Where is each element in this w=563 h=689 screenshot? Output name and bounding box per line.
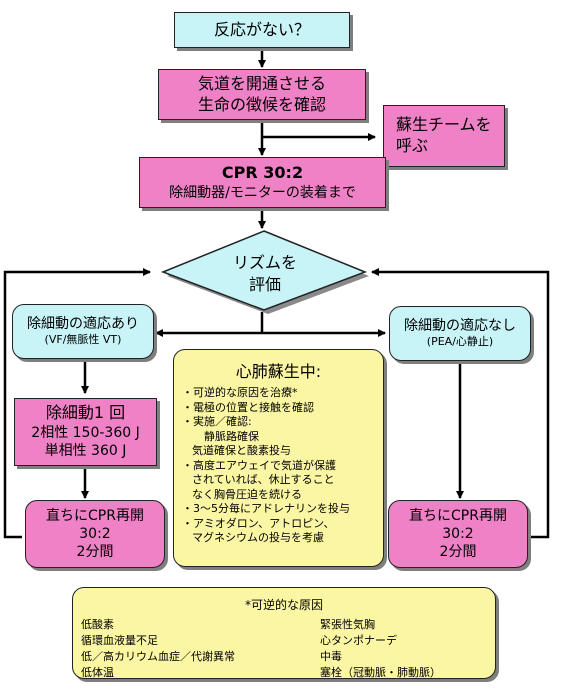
resume-cpr-right-line3: 2分間: [439, 544, 477, 561]
resume-cpr-left-line1: 直ちにCPR再開: [46, 507, 144, 524]
no-response-box: 反応がない？: [174, 12, 350, 48]
cause-item: 低酸素: [81, 618, 114, 631]
cause-item: 低／高カリウム血症／代謝異常: [81, 649, 235, 663]
shockable-title: 除細動の適応あり: [27, 316, 139, 333]
reversible-causes-box: *可逆的な原因 低酸素 循環血液量不足 低／高カリウム血症／代謝異常 低体温 緊…: [72, 587, 496, 679]
resume-cpr-left-line3: 2分間: [76, 544, 114, 561]
resume-cpr-right-box: 直ちにCPR再開 30:2 2分間: [388, 500, 528, 568]
open-airway-line1: 気道を開通させる: [197, 73, 326, 93]
during-cpr-item: 気道確保と酸素投与: [192, 444, 291, 458]
cpr-title: CPR 30:2: [221, 163, 304, 182]
resume-cpr-left-line2: 30:2: [79, 525, 111, 542]
shock-title: 除細動1 回: [45, 403, 126, 423]
open-airway-line2: 生命の徴候を確認: [197, 94, 326, 114]
cause-item: 塞栓（冠動脈・肺動脈）: [320, 665, 441, 679]
call-team-line2: 呼ぶ: [396, 136, 429, 155]
loop-right: [371, 268, 550, 539]
resume-cpr-right-line1: 直ちにCPR再開: [409, 507, 507, 524]
call-team-box: 蘇生チームを 呼ぶ: [383, 105, 505, 167]
reversible-causes-right: 緊張性気胸 心タンポナーデ 中毒 塞栓（冠動脈・肺動脈）: [306, 617, 441, 681]
reversible-causes-left: 低酸素 循環血液量不足 低／高カリウム血症／代謝異常 低体温: [73, 617, 306, 681]
non-shockable-box: 除細動の適応なし (PEA/心静止): [389, 306, 531, 361]
cpr-box: CPR 30:2 除細動器/モニターの装着まで: [139, 157, 386, 208]
non-shockable-title: 除細動の適応なし: [404, 318, 516, 335]
during-cpr-item: なく胸骨圧迫を続ける: [192, 487, 302, 501]
during-cpr-item: ・高度エアウェイで気道が保護: [182, 458, 336, 472]
assess-rhythm-text: リズムを 評価: [232, 253, 297, 294]
during-cpr-item: ・可逆的な原因を治療*: [182, 386, 298, 399]
assess-rhythm-diamond: [160, 230, 369, 314]
during-cpr-item: ・実施／確認:: [182, 415, 252, 429]
cpr-subtitle: 除細動器/モニターの装着まで: [169, 184, 356, 201]
non-shockable-subtitle: (PEA/心静止): [426, 335, 494, 349]
during-cpr-box: 心肺蘇生中: ・可逆的な原因を治療* ・電極の位置と接触を確認 ・実施／確認: …: [173, 349, 384, 567]
shockable-subtitle: (VF/無脈性 VT): [44, 333, 122, 347]
shock-box: 除細動1 回 2相性 150-360 J 単相性 360 J: [14, 398, 157, 466]
shock-monophasic: 単相性 360 J: [44, 443, 127, 460]
cause-item: 循環血液量不足: [81, 633, 158, 647]
cause-item: 心タンポナーデ: [320, 633, 397, 647]
during-cpr-item: されていれば、休止すること: [192, 473, 335, 487]
during-cpr-item: ・電極の位置と接触を確認: [182, 400, 314, 414]
cause-item: 緊張性気胸: [320, 618, 375, 631]
shockable-box: 除細動の適応あり (VF/無脈性 VT): [12, 304, 154, 359]
shock-biphasic: 2相性 150-360 J: [31, 425, 140, 442]
loop-left: [3, 268, 151, 539]
resume-cpr-left-box: 直ちにCPR再開 30:2 2分間: [25, 500, 165, 568]
during-cpr-list: ・可逆的な原因を治療* ・電極の位置と接触を確認 ・実施／確認: 静脈路確保 気…: [182, 386, 375, 546]
reversible-causes-grid: 低酸素 循環血液量不足 低／高カリウム血症／代謝異常 低体温 緊張性気胸 心タン…: [73, 617, 495, 681]
during-cpr-item: ・アミオダロン、アトロピン、: [182, 516, 335, 530]
reversible-causes-title: *可逆的な原因: [244, 598, 323, 612]
during-cpr-item: 静脈路確保: [204, 429, 259, 443]
during-cpr-title: 心肺蘇生中:: [235, 362, 322, 381]
during-cpr-item: マグネシウムの投与を考慮: [192, 531, 324, 545]
resume-cpr-right-line2: 30:2: [442, 525, 474, 542]
no-response-text: 反応がない？: [213, 19, 310, 39]
call-team-line1: 蘇生チームを: [396, 115, 492, 135]
cause-item: 低体温: [81, 665, 114, 679]
open-airway-box: 気道を開通させる 生命の徴候を確認: [158, 69, 366, 120]
cause-item: 中毒: [320, 649, 342, 663]
during-cpr-item: ・3～5分毎にアドレナリンを投与: [182, 502, 350, 516]
